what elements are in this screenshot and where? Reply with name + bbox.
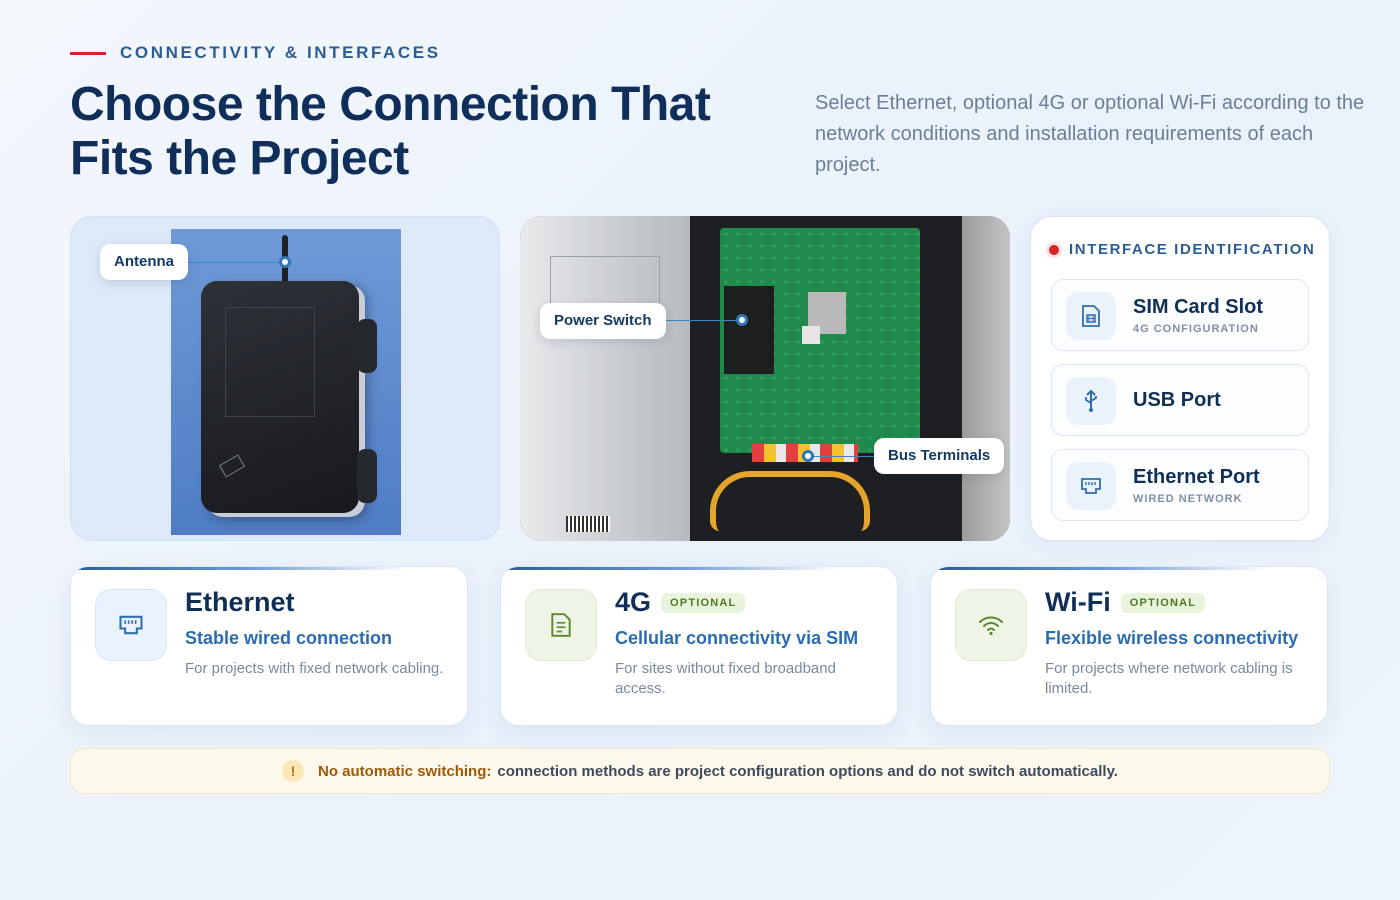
optional-badge: OPTIONAL [1120, 592, 1206, 613]
interface-item-sim-card-slot: SIM Card Slot 4G CONFIGURATION [1051, 279, 1309, 351]
lid-barcode [566, 516, 610, 532]
device-photo [171, 229, 401, 535]
bus-terminals-callout: Bus Terminals [874, 438, 1005, 474]
interface-item-title: Ethernet Port [1133, 466, 1260, 488]
ethernet-port-icon [95, 589, 167, 661]
card-title-row: 4G OPTIONAL [615, 587, 746, 618]
ethernet-port-icon [1066, 462, 1116, 510]
card-accent-line [931, 567, 1327, 570]
optional-badge: OPTIONAL [661, 592, 746, 613]
interface-item-usb-port: USB Port [1051, 364, 1309, 436]
interface-item-subtitle: WIRED NETWORK [1133, 493, 1243, 505]
wifi-icon [955, 589, 1027, 661]
card-title: Ethernet [185, 587, 295, 617]
enclosure-lid [520, 216, 690, 541]
power-switch-leader-line [660, 320, 740, 321]
card-title-row: Ethernet [185, 587, 295, 618]
device-mount-clip [357, 449, 377, 503]
eyebrow-accent-bar [70, 51, 106, 55]
sim-card-icon [1066, 292, 1116, 340]
card-description: For sites without fixed broadband access… [615, 660, 836, 697]
device-face-pattern [225, 307, 315, 417]
power-switch-marker [736, 314, 748, 326]
switching-note-banner: ! No automatic switching: connection met… [70, 748, 1330, 794]
warning-icon: ! [282, 760, 305, 782]
card-accent-line [71, 567, 467, 570]
card-subtitle: Cellular connectivity via SIM [615, 628, 859, 648]
card-accent-line [501, 567, 897, 570]
interface-item-subtitle: 4G CONFIGURATION [1133, 323, 1259, 335]
card-subtitle: Flexible wireless connectivity [1045, 628, 1299, 648]
device-photo-panel: Antenna [70, 216, 500, 541]
bus-terminals-marker [802, 450, 814, 462]
red-dot-icon [1049, 244, 1059, 255]
card-title-row: Wi-Fi OPTIONAL [1045, 587, 1206, 618]
page-title-line-2: Fits the Project [70, 132, 409, 185]
page-title-line-1: Choose the Connection That [70, 78, 711, 131]
interface-identification-header: INTERFACE IDENTIFICATION [1049, 241, 1315, 258]
antenna-callout: Antenna [100, 244, 188, 280]
circuit-board [720, 228, 920, 453]
device-body [201, 281, 359, 513]
eyebrow-label: CONNECTIVITY & INTERFACES [120, 43, 441, 62]
antenna-leader-line [189, 262, 285, 263]
section-eyebrow: CONNECTIVITY & INTERFACES [70, 43, 441, 63]
connection-card-wifi: Wi-Fi OPTIONAL Flexible wireless connect… [930, 566, 1328, 726]
device-mount-clip [357, 319, 377, 373]
interface-item-ethernet-port: Ethernet Port WIRED NETWORK [1051, 449, 1309, 521]
sim-card-icon [525, 589, 597, 661]
interface-item-title: USB Port [1133, 389, 1221, 411]
page-description: Select Ethernet, optional 4G or optional… [815, 92, 1365, 176]
card-description: For projects with fixed network cabling. [185, 660, 444, 677]
note-lead: No automatic switching: [318, 762, 492, 780]
card-description: For projects where network cabling is li… [1045, 660, 1293, 697]
wiring-bundle [710, 471, 870, 531]
bus-terminals-leader-line [810, 456, 878, 457]
interface-identification-title: INTERFACE IDENTIFICATION [1069, 241, 1316, 258]
connection-card-4g: 4G OPTIONAL Cellular connectivity via SI… [500, 566, 898, 726]
usb-icon [1066, 377, 1116, 425]
interface-item-title: SIM Card Slot [1133, 296, 1264, 318]
card-title: 4G [615, 587, 652, 617]
interface-identification-card: INTERFACE IDENTIFICATION SIM Card Slot 4… [1030, 216, 1330, 541]
device-logo [218, 454, 246, 478]
connection-card-ethernet: Ethernet Stable wired connection For pro… [70, 566, 468, 726]
wall-background [962, 216, 1010, 541]
card-title: Wi-Fi [1045, 587, 1111, 617]
page-title: Choose the Connection That Fits the Proj… [70, 78, 750, 186]
antenna-marker [279, 256, 291, 268]
card-subtitle: Stable wired connection [185, 628, 393, 648]
enclosure-photo-panel: Power Switch Bus Terminals [520, 216, 1010, 541]
note-text: connection methods are project configura… [497, 762, 1118, 780]
power-module [724, 286, 774, 374]
board-qr-code [802, 326, 820, 344]
power-switch-callout: Power Switch [540, 303, 666, 339]
